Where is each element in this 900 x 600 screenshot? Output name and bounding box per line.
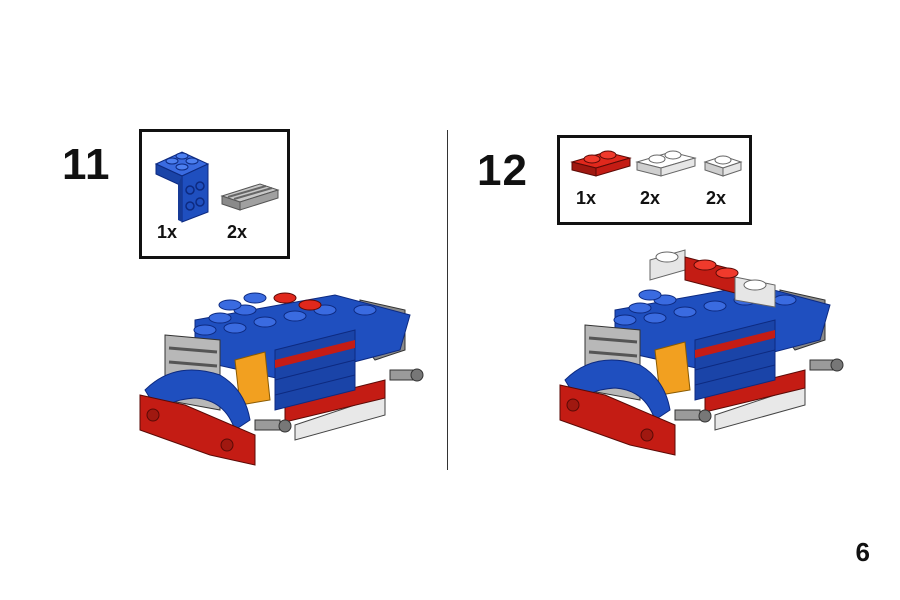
blue-bracket-icon [154,151,210,223]
step-11-parts-box: 1x 2x [139,129,290,259]
red-plate-1x2-icon [570,150,632,177]
gray-grille-tile-icon [220,183,280,211]
part-quantity: 1x [157,222,178,242]
step-11-number: 11 [62,140,111,189]
part-quantity: 2x [706,188,727,208]
part-quantity: 2x [227,222,248,242]
step-12-number: 12 [477,146,528,195]
step-divider [447,130,448,470]
page-number: 6 [855,537,870,567]
step-12-parts-box: 1x 2x 2x [557,135,752,225]
step-11-model-car [139,292,424,466]
part-quantity: 2x [640,188,661,208]
white-plate-1x1-icon [703,155,743,177]
white-plate-1x2-icon [635,150,697,177]
step-12-model-car [559,249,844,456]
part-quantity: 1x [576,188,597,208]
